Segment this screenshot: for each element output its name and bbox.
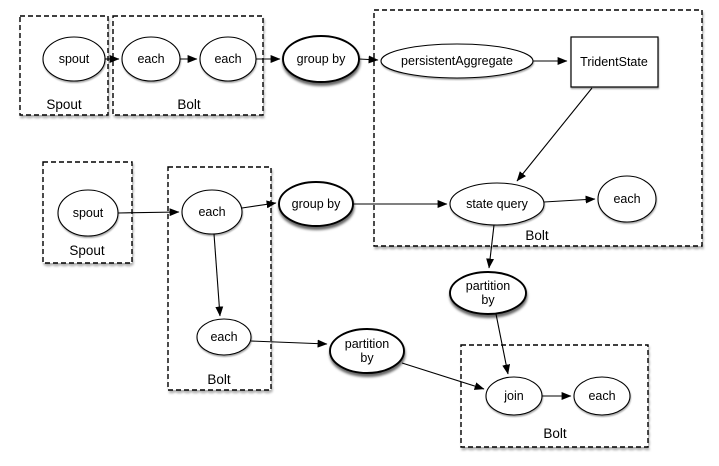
each-6-label: each: [588, 389, 615, 403]
partition-by-2-shape: [329, 328, 405, 374]
trident-state-shape: [570, 36, 659, 88]
edge-each-4-to-group-by-2: [241, 200, 277, 209]
spout-group-1-label: Spout: [46, 97, 82, 112]
edge-trident-state-to-state-query: [516, 87, 593, 182]
join-label: join: [503, 389, 524, 403]
node-each-1: each: [121, 36, 181, 82]
join-shape: [485, 376, 543, 416]
state-query-shape: [449, 182, 545, 226]
each-1-shape: [121, 36, 181, 82]
node-each-2: each: [199, 36, 257, 82]
each-2-shape: [199, 36, 257, 82]
each-3-label: each: [613, 192, 640, 206]
persistent-aggregate-label: persistentAggregate: [401, 54, 513, 68]
node-each-5: each: [196, 318, 252, 356]
partition-by-2-label-line2: by: [360, 351, 374, 365]
bolt-group-4-label: Bolt: [543, 426, 567, 441]
node-group-by-2: group by: [278, 181, 354, 227]
group-by-1-label: group by: [297, 52, 346, 66]
each-5-shape: [196, 318, 252, 356]
node-trident-state: TridentState: [570, 36, 659, 88]
each-6-shape: [573, 376, 631, 416]
spout-2-label: spout: [73, 206, 104, 220]
partition-by-1-label-line1: partition: [466, 279, 511, 293]
each-2-label: each: [214, 52, 241, 66]
edge-state-query-to-partition-by-1: [486, 224, 495, 269]
node-each-3: each: [597, 175, 657, 223]
node-partition-by-2: partition by: [329, 328, 405, 374]
node-spout-2: spout: [57, 189, 119, 237]
node-each-4: each: [181, 189, 243, 235]
persistent-aggregate-shape: [380, 43, 534, 79]
spout-1-label: spout: [59, 52, 90, 66]
each-3-shape: [597, 175, 657, 223]
group-by-2-label: group by: [292, 197, 341, 211]
each-5-label: each: [210, 330, 237, 344]
edge-partition-by-2-to-join: [401, 362, 485, 390]
edge-partition-by-1-to-join: [495, 313, 511, 375]
each-1-label: each: [137, 52, 164, 66]
bolt-group-1-label: Bolt: [177, 97, 201, 112]
trident-state-label: TridentState: [580, 55, 648, 69]
group-by-1-shape: [282, 35, 360, 83]
partition-by-2-label-line1: partition: [345, 337, 390, 351]
partition-by-1-label-line2: by: [481, 293, 495, 307]
node-state-query: state query: [449, 182, 545, 226]
node-join: join: [485, 376, 543, 416]
each-4-shape: [181, 189, 243, 235]
edge-state-query-to-each-3: [543, 195, 596, 204]
state-query-label: state query: [466, 197, 529, 211]
edge-spout-2-to-each-4: [117, 208, 180, 217]
bolt-group-3-label: Bolt: [207, 372, 231, 387]
partition-by-1-shape: [449, 271, 527, 315]
each-4-label: each: [198, 205, 225, 219]
node-each-6: each: [573, 376, 631, 416]
edge-each-4-to-each-5: [213, 233, 224, 317]
node-persistent-aggregate: persistentAggregate: [380, 43, 534, 79]
node-group-by-1: group by: [282, 35, 360, 83]
spout-group-2-label: Spout: [69, 243, 105, 258]
edge-each-5-to-partition-by-2: [250, 339, 328, 348]
group-by-2-shape: [278, 181, 354, 227]
bolt-group-2-label: Bolt: [525, 228, 549, 243]
spout-2-shape: [57, 189, 119, 237]
edge-group-by-1-to-persistent-aggregate: [358, 55, 379, 64]
node-partition-by-1: partition by: [449, 271, 527, 315]
node-spout-1: spout: [42, 36, 106, 82]
spout-1-shape: [42, 36, 106, 82]
